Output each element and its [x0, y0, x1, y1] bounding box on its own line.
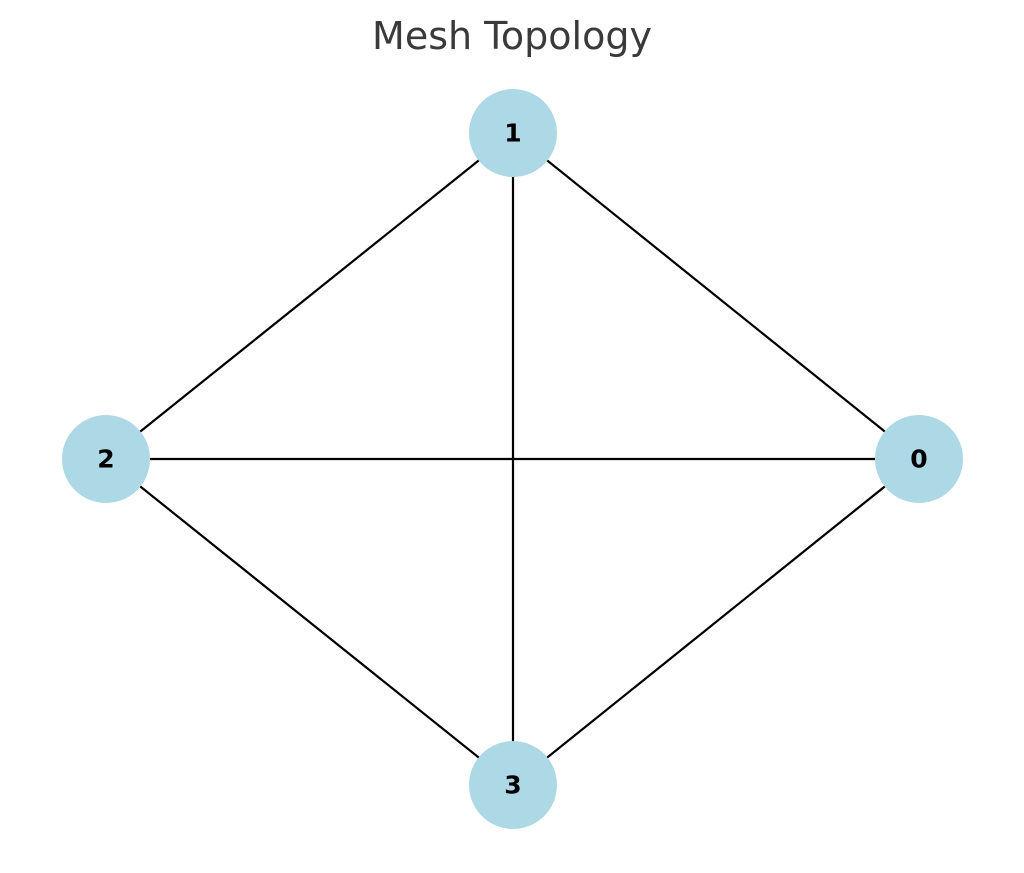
edge-2-3 — [105, 458, 514, 786]
node-0: 0 — [875, 415, 963, 503]
node-circle-1 — [469, 89, 557, 177]
node-2: 2 — [62, 415, 150, 503]
edge-0-3 — [512, 458, 920, 786]
node-3: 3 — [469, 741, 557, 829]
node-label-3: 3 — [504, 771, 521, 800]
edge-0-1 — [512, 132, 920, 460]
edges-layer — [105, 132, 920, 786]
node-circle-2 — [62, 415, 150, 503]
nodes-layer: 0 1 2 3 — [62, 89, 963, 829]
diagram-title: Mesh Topology — [372, 14, 652, 58]
node-1: 1 — [469, 89, 557, 177]
node-circle-0 — [875, 415, 963, 503]
edge-1-2 — [105, 132, 514, 460]
node-label-0: 0 — [910, 445, 927, 474]
node-circle-3 — [469, 741, 557, 829]
node-label-1: 1 — [504, 119, 521, 148]
node-label-2: 2 — [97, 445, 114, 474]
